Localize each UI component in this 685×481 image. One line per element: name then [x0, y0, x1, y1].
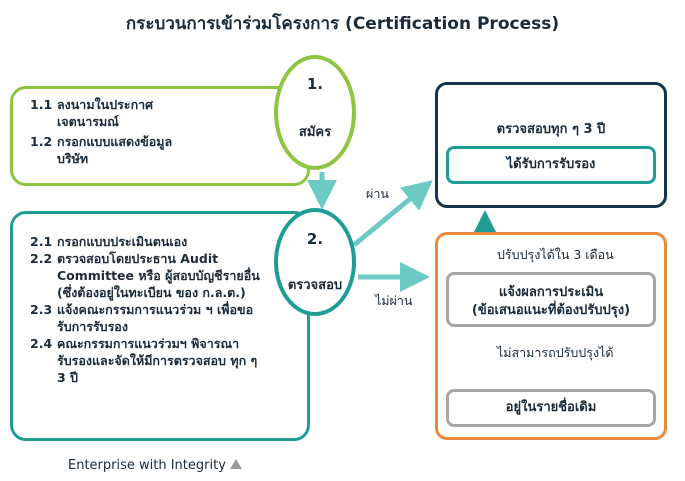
result-line-1: แจ้งผลการประเมิน	[498, 285, 604, 300]
step1-list: 1.1 ลงนามในประกาศ เจตนารมณ์ 1.2 กรอกแบบแ…	[30, 96, 260, 167]
footer-text: Enterprise with Integrity	[68, 458, 226, 473]
item-number: 2.1	[30, 234, 53, 249]
item-number: 2.4	[30, 336, 53, 351]
triangle-logo-icon	[229, 459, 242, 469]
audit-cycle-header: ตรวจสอบทุก ๆ 3 ปี	[496, 122, 606, 137]
page-title: กระบวนการเข้าร่วมโครงการ (Certification …	[125, 14, 560, 34]
step2-label: ตรวจสอบ	[287, 278, 343, 293]
step2-circle: 2. ตรวจสอบ	[274, 208, 356, 316]
item-text: แจ้งคณะกรรมการแนวร่วม ฯ เพื่อขอ รับการรั…	[57, 302, 254, 334]
item-text: คณะกรรมการแนวร่วมฯ พิจารณา รับรองและจัดใ…	[57, 336, 258, 385]
pass-arrow	[352, 180, 433, 247]
step1-label: สมัคร	[298, 125, 332, 140]
item-number: 1.2	[30, 134, 53, 149]
pass-label: ผ่าน	[366, 186, 389, 201]
result-line-2: (ข้อเสนอแนะที่ต้องปรับปรุง)	[471, 303, 631, 318]
step1-circle: 1. สมัคร	[274, 55, 356, 170]
list-item: 2.2 ตรวจสอบโดยประธาน Audit Committee หรื…	[30, 250, 266, 301]
assessment-result-box: แจ้งผลการประเมิน (ข้อเสนอแนะที่ต้องปรับป…	[446, 272, 656, 327]
item-text: กรอกแบบแสดงข้อมูล บริษัท	[57, 134, 173, 166]
step1-number: 1.	[306, 75, 324, 93]
list-item: 1.2 กรอกแบบแสดงข้อมูล บริษัท	[30, 133, 260, 167]
improve-label: ปรับปรุงได้ใน 3 เดือน	[497, 247, 614, 262]
certified-box	[435, 82, 667, 208]
item-number: 2.2	[30, 251, 53, 266]
footer-brand: Enterprise with Integrity	[68, 458, 242, 473]
item-text: กรอกแบบประเมินตนเอง	[57, 234, 188, 249]
item-number: 1.1	[30, 97, 53, 112]
list-item: 2.4 คณะกรรมการแนวร่วมฯ พิจารณา รับรองและ…	[30, 335, 266, 386]
list-item: 1.1 ลงนามในประกาศ เจตนารมณ์	[30, 96, 260, 130]
list-item: 2.1 กรอกแบบประเมินตนเอง	[30, 233, 266, 250]
item-text: ลงนามในประกาศ เจตนารมณ์	[57, 97, 154, 129]
item-number: 2.3	[30, 302, 53, 317]
cannot-improve-label: ไม่สามารถปรับปรุงได้	[497, 345, 614, 360]
item-text: ตรวจสอบโดยประธาน Audit Committee หรือ ผู…	[57, 251, 260, 300]
step2-box	[10, 211, 310, 441]
list-item: 2.3 แจ้งคณะกรรมการแนวร่วม ฯ เพื่อขอ รับก…	[30, 301, 266, 335]
remain-list-box: อยู่ในรายชื่อเดิม	[446, 389, 656, 427]
certified-status-box: ได้รับการรับรอง	[446, 146, 656, 184]
step2-list: 2.1 กรอกแบบประเมินตนเอง 2.2 ตรวจสอบโดยปร…	[30, 233, 266, 386]
fail-label: ไม่ผ่าน	[375, 293, 413, 308]
step2-number: 2.	[306, 230, 324, 248]
